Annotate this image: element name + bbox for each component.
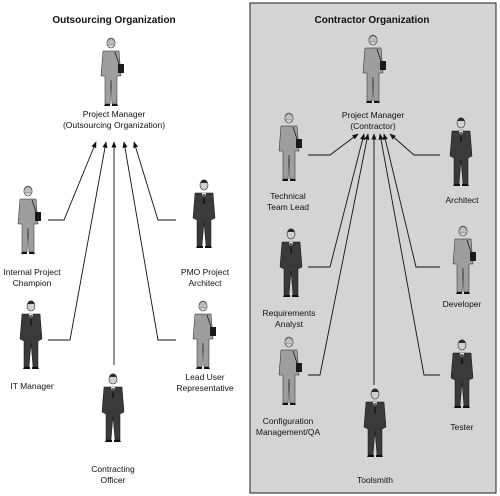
label-line: (Contractor): [350, 121, 396, 131]
label-line: Team Lead: [266, 202, 310, 212]
label-line: Contracting: [91, 464, 135, 474]
label-line: Representative: [176, 383, 234, 393]
label-line: Internal Project: [3, 267, 61, 277]
label-lead-user: Lead User Representative: [176, 372, 233, 394]
label-req-analyst: Requirements Analyst: [263, 308, 316, 330]
label-pmo: PMO Project Architect: [181, 267, 229, 289]
label-line: Configuration: [262, 416, 314, 426]
label-line: Officer: [100, 475, 126, 485]
label-line: Champion: [12, 278, 52, 288]
label-line: Architect: [188, 278, 222, 288]
label-line: PMO Project: [180, 267, 230, 277]
label-tech-lead: Technical Team Lead: [267, 191, 309, 213]
label-line: Project Manager: [82, 109, 146, 119]
label-pm-contractor: Project Manager (Contractor): [342, 110, 404, 132]
label-line: Management/QA: [255, 427, 321, 437]
label-line: (Outsourcing Organization): [62, 120, 166, 130]
label-line: Project Manager: [341, 110, 405, 120]
label-it-manager: IT Manager: [10, 381, 53, 392]
label-pm-outsourcing: Project Manager (Outsourcing Organizatio…: [63, 109, 165, 131]
label-line: Lead User: [185, 372, 225, 382]
label-line: Technical: [270, 191, 306, 201]
label-line: Toolsmith: [357, 475, 393, 485]
label-contracting: Contracting Officer: [91, 464, 134, 486]
label-line: IT Manager: [10, 381, 54, 391]
label-toolsmith: Toolsmith: [357, 475, 393, 486]
label-line: Requirements: [262, 308, 316, 318]
label-developer: Developer: [443, 299, 482, 310]
contractor-title: Contractor Organization: [314, 15, 430, 26]
label-config: Configuration Management/QA: [256, 416, 320, 438]
outsourcing-title: Outsourcing Organization: [52, 15, 176, 26]
label-architect: Architect: [445, 195, 478, 206]
label-tester: Tester: [450, 422, 473, 433]
label-line: Tester: [450, 422, 474, 432]
label-line: Architect: [445, 195, 479, 205]
label-line: Developer: [442, 299, 482, 309]
label-line: Analyst: [275, 319, 303, 329]
left-connectors: [48, 141, 176, 365]
right-connectors: [308, 133, 440, 385]
label-champion: Internal Project Champion: [3, 267, 60, 289]
